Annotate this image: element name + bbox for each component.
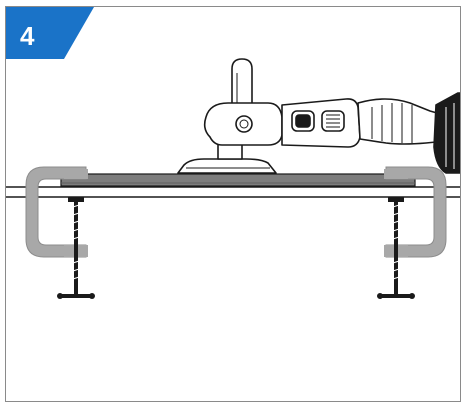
step-number: 4 — [20, 21, 35, 51]
c-clamp-icon — [377, 166, 447, 299]
instruction-step-panel: 4 — [5, 6, 461, 402]
rotary-polisher-icon — [177, 58, 460, 174]
workpiece-board — [60, 173, 416, 187]
step-badge-shape — [6, 7, 94, 59]
workbench — [6, 186, 460, 198]
step-badge: 4 — [6, 7, 96, 61]
polishing-illustration — [6, 58, 460, 299]
c-clamp-icon — [25, 166, 95, 299]
